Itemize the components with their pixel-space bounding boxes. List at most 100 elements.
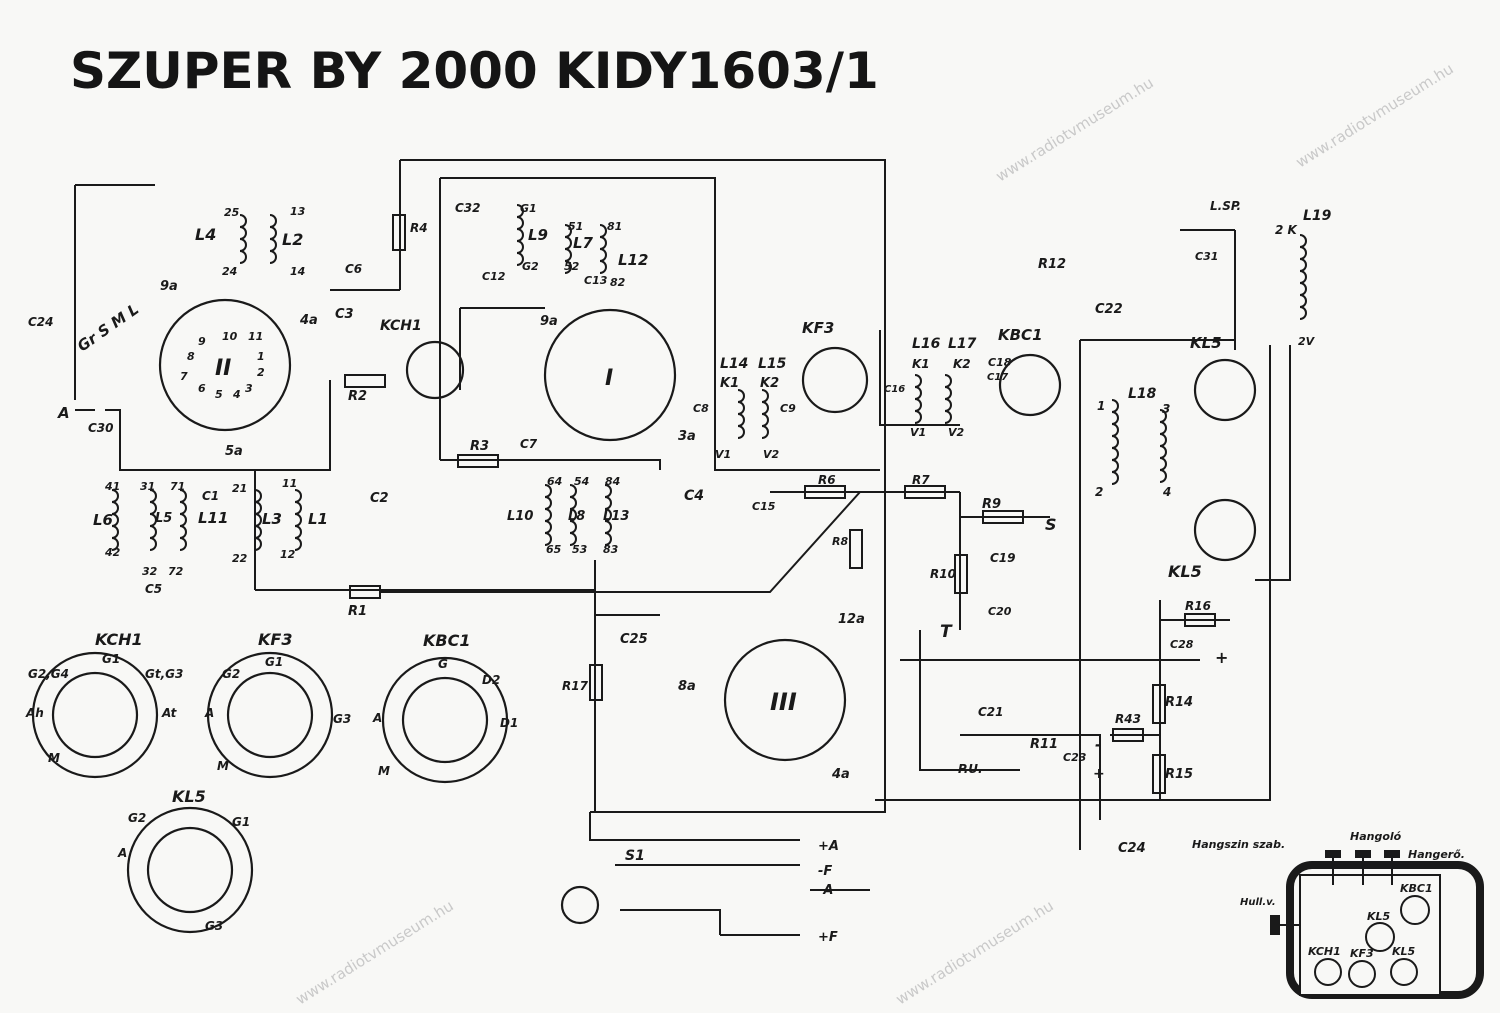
label-l7: L7 xyxy=(573,234,594,252)
inductor-coil xyxy=(604,484,612,546)
label-l10: L10 xyxy=(507,509,533,524)
label-s: S xyxy=(1045,515,1057,534)
label-r1: R1 xyxy=(348,604,367,619)
tuning-label: Hangoló xyxy=(1350,830,1402,843)
label-p41: 41 xyxy=(104,480,120,493)
label-p54: 54 xyxy=(574,475,589,488)
label-r9: R9 xyxy=(982,497,1001,512)
label-fg2: G2 xyxy=(222,667,240,681)
waveband-switch-label: Hull.v. xyxy=(1240,897,1276,908)
label-l2: L2 xyxy=(282,230,303,249)
label-c24b: C24 xyxy=(1118,841,1146,856)
label-c2: C2 xyxy=(370,491,389,506)
label-lg3: G3 xyxy=(205,919,223,933)
label-c25: C25 xyxy=(620,632,648,647)
label-p24: 24 xyxy=(222,265,237,278)
label-c20: C20 xyxy=(988,605,1012,618)
label-l14: L14 xyxy=(720,356,748,372)
label-c32: C32 xyxy=(455,201,481,215)
label-l3: L3 xyxy=(262,510,282,528)
inductor-coil xyxy=(294,489,302,551)
label-ii: II xyxy=(215,356,231,381)
inductor-coil xyxy=(761,389,769,439)
label-pkf3: KF3 xyxy=(258,630,292,649)
label-p42: 42 xyxy=(104,546,121,559)
label-kbc1: KBC1 xyxy=(998,326,1043,344)
label-p52: 52 xyxy=(564,260,580,273)
coils xyxy=(111,204,1307,551)
label-km: M xyxy=(48,751,60,765)
label-a3a: 3a xyxy=(678,429,696,444)
label-c23: C23 xyxy=(1063,751,1087,764)
label-i: I xyxy=(605,366,613,391)
label-n2: 2 xyxy=(1095,485,1103,499)
inductor-coil xyxy=(1299,234,1307,320)
label-c16: C16 xyxy=(884,384,905,395)
label-l11: L11 xyxy=(198,509,228,527)
inductor-coil xyxy=(737,389,745,439)
label-fm: M xyxy=(217,759,229,773)
label-r3: R3 xyxy=(470,439,489,454)
label-l18: L18 xyxy=(1128,386,1157,402)
label-pkch1: KCH1 xyxy=(95,630,143,649)
inductor-coil xyxy=(254,489,262,551)
label-l17: L17 xyxy=(948,336,977,352)
label-fa: A xyxy=(204,706,214,720)
schematic-title: SZUPER BY 2000 KIDY1603/1 xyxy=(70,42,879,100)
label-r2: R2 xyxy=(348,389,367,404)
label-v2b: V2 xyxy=(948,426,965,439)
chassis-tube-label: KBC1 xyxy=(1400,882,1433,895)
label-s5: 5 xyxy=(215,388,223,401)
label-r6: R6 xyxy=(818,473,836,487)
label-s4: 4 xyxy=(232,388,241,401)
label-p72: 72 xyxy=(168,565,184,578)
label-b9a: 9a xyxy=(540,314,558,329)
label-k2b: K2 xyxy=(953,357,971,371)
label-p51: 51 xyxy=(568,220,583,233)
inductor-coil xyxy=(1159,409,1167,483)
label-k1b: K1 xyxy=(912,357,930,371)
inductor-coil xyxy=(1111,399,1119,485)
label-r43: R43 xyxy=(1115,712,1141,726)
inductor-coil xyxy=(516,204,524,266)
volume-label: Hangerő. xyxy=(1408,848,1465,861)
label-ma: -A xyxy=(818,883,833,898)
label-s11: 11 xyxy=(248,330,263,343)
label-iii: III xyxy=(770,688,797,716)
label-r7: R7 xyxy=(912,473,930,487)
chassis-tube-label: KCH1 xyxy=(1308,945,1341,958)
wiring xyxy=(74,159,1291,936)
label-l1: L1 xyxy=(308,510,328,528)
label-l6: L6 xyxy=(93,511,113,529)
inductor-coil xyxy=(544,484,552,546)
label-plus1: + xyxy=(1215,648,1228,667)
label-l4: L4 xyxy=(195,225,216,244)
label-n4: 4 xyxy=(1162,485,1171,499)
label-r15: R15 xyxy=(1165,767,1193,782)
label-kgtg3: Gt,G3 xyxy=(145,667,183,681)
label-p83: 83 xyxy=(603,543,619,556)
label-p71: 71 xyxy=(170,480,185,493)
label-c5: C5 xyxy=(145,582,162,596)
label-a12a: 12a xyxy=(838,612,865,627)
label-bd2: D2 xyxy=(482,673,500,687)
label-r8: R8 xyxy=(832,535,848,548)
label-r11: R11 xyxy=(1030,737,1058,752)
label-c13: C13 xyxy=(584,274,608,287)
label-p53: 53 xyxy=(572,543,588,556)
label-c9: C9 xyxy=(780,402,796,415)
tube-sockets xyxy=(31,298,1257,934)
inductor-coil xyxy=(149,489,157,551)
label-c1: C1 xyxy=(202,489,219,503)
label-c30: C30 xyxy=(88,421,114,435)
label-plus2: + xyxy=(1093,766,1105,782)
label-c22: C22 xyxy=(1095,302,1123,317)
label-p22: 22 xyxy=(232,552,248,565)
inductor-coil xyxy=(179,489,187,551)
label-lg2: G2 xyxy=(128,811,146,825)
label-p32: 32 xyxy=(142,565,158,578)
label-k1a: K1 xyxy=(720,376,739,391)
label-p13: 13 xyxy=(290,205,306,218)
